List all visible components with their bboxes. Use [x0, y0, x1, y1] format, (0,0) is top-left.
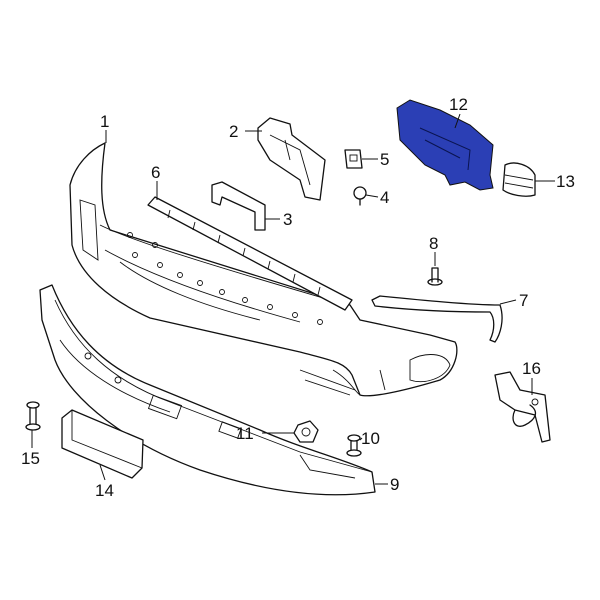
part-6-upper-strip[interactable] [147, 196, 353, 311]
callout-10: 10 [361, 429, 380, 448]
callout-6: 6 [151, 163, 160, 182]
callout-labels: 1 2 3 4 5 6 7 8 9 10 11 12 13 14 15 16 [21, 95, 575, 500]
callout-12: 12 [449, 95, 468, 114]
part-14-plate[interactable] [61, 409, 144, 479]
part-7-strip[interactable] [371, 295, 503, 343]
callout-16: 16 [522, 359, 541, 378]
part-3-clip[interactable] [211, 181, 266, 231]
callout-15: 15 [21, 449, 40, 468]
part-1-bumper-cover[interactable] [69, 142, 458, 397]
callout-7: 7 [519, 291, 528, 310]
part-11-nut[interactable] [293, 420, 319, 443]
callout-13: 13 [556, 172, 575, 191]
part-8-bolt[interactable] [427, 267, 443, 286]
callout-14: 14 [95, 481, 114, 500]
callout-9: 9 [390, 475, 399, 494]
callout-5: 5 [380, 150, 389, 169]
callout-8: 8 [429, 234, 438, 253]
leader-lines [31, 113, 555, 485]
part-2-bracket[interactable] [257, 117, 326, 201]
part-12-highlighted[interactable] [396, 99, 494, 191]
part-9-lower-valance[interactable] [39, 284, 376, 496]
part-15-bolt[interactable] [25, 401, 41, 431]
callout-2: 2 [229, 122, 238, 141]
part-4-push-pin[interactable] [353, 186, 367, 206]
part-16-bracket[interactable] [494, 371, 551, 443]
callout-11: 11 [236, 424, 254, 443]
callout-3: 3 [283, 210, 292, 229]
part-13-cover[interactable] [502, 162, 536, 197]
part-10-bolt[interactable] [346, 434, 362, 457]
callout-4: 4 [380, 188, 389, 207]
part-5-nut[interactable] [344, 149, 363, 169]
callout-1: 1 [100, 112, 109, 131]
